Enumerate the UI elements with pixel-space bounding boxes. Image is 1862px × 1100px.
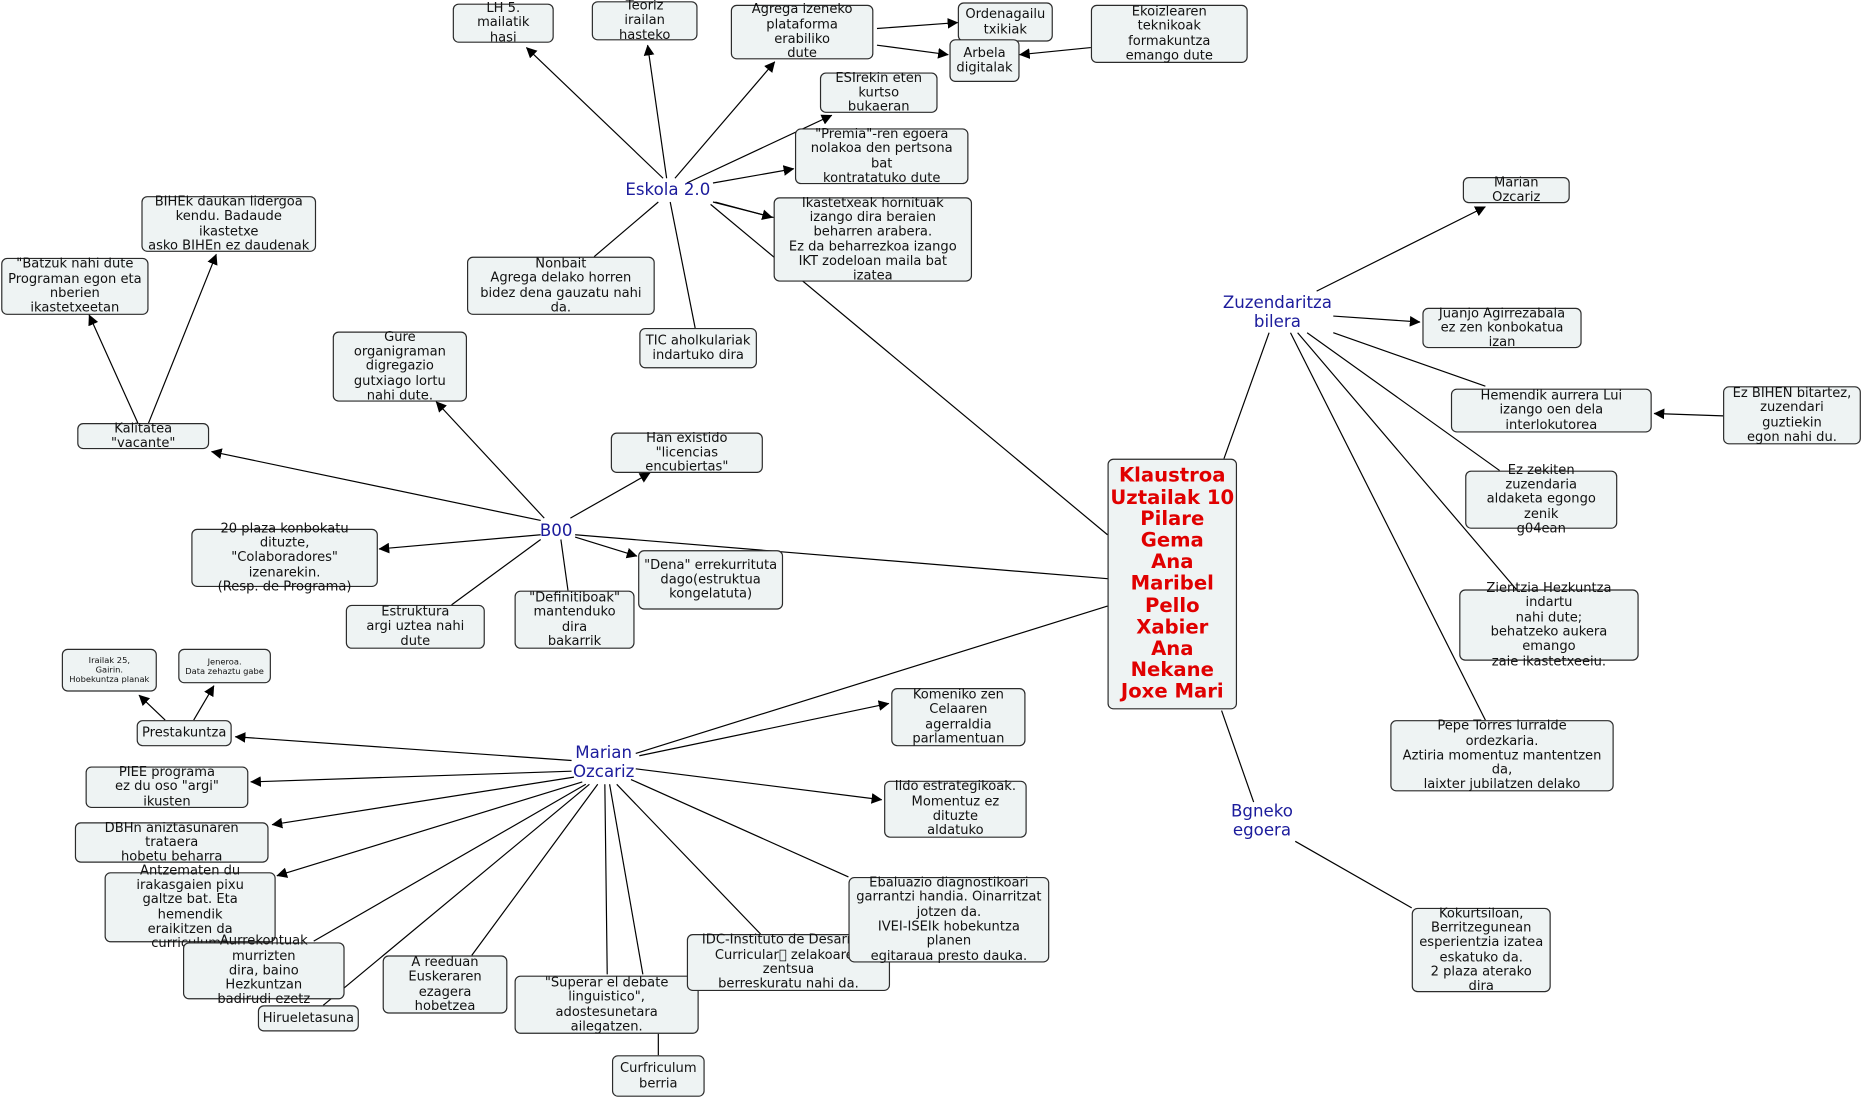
node-nonbait[interactable]: Nonbait Agrega delako horren bidez dena … xyxy=(467,256,655,315)
node-hemendik[interactable]: Hemendik aurrera Lui izango oen dela int… xyxy=(1450,388,1652,433)
node-ekoizle[interactable]: Ekoizlearen teknikoak formakuntza emango… xyxy=(1090,4,1248,63)
node-esi[interactable]: ESIrekin eten kurtso bukaeran xyxy=(819,70,938,114)
node-han[interactable]: Han existido "licencias encubiertas" xyxy=(610,430,763,474)
node-lh5[interactable]: LH 5. mailatik hasi xyxy=(452,0,554,44)
node-juanjo[interactable]: Juanjo Agirrezabala ez zen konbokatua iz… xyxy=(1422,305,1582,349)
node-zuz-marian[interactable]: Marian Ozcariz xyxy=(1462,175,1570,204)
node-irailak[interactable]: Irailak 25, Gairin. Hobekuntza planak xyxy=(61,648,157,692)
node-hirueletasuna[interactable]: Hirueletasuna xyxy=(257,1005,359,1032)
node-kokurtsiloan[interactable]: Kokurtsiloan, Berritzegunean esperientzi… xyxy=(1411,905,1551,993)
node-piee[interactable]: PIEE programa ez du oso "argi" ikusten xyxy=(85,765,249,808)
node-dbhn[interactable]: DBHn aniztasunaren trataera hobetu behar… xyxy=(74,820,269,864)
center-node[interactable]: Klaustroa Uztailak 10 Pilare Gema Ana Ma… xyxy=(1107,458,1238,710)
node-superar[interactable]: "Superar el debate linguistico", adostes… xyxy=(514,975,699,1034)
node-ebaluazio[interactable]: Ebaluazio diagnostikoari garrantzi handi… xyxy=(848,875,1050,963)
node-kalitatea[interactable]: Kalitatea "vacante" xyxy=(77,421,210,450)
node-bihek[interactable]: BIHEk daukan lidergoa kendu. Badaude ika… xyxy=(141,194,317,252)
node-estruktura[interactable]: Estruktura argi uztea nahi dute xyxy=(345,604,485,649)
node-ildo[interactable]: Ildo estrategikoak. Momentuz ez dituzte … xyxy=(884,779,1027,838)
node-batzuk[interactable]: "Batzuk nahi dute Programan egon eta nbe… xyxy=(1,256,149,315)
node-ezzekiten[interactable]: Ez zekiten zuzendaria aldaketa egongo ze… xyxy=(1465,462,1618,535)
node-tic[interactable]: TIC aholkulariak indartuko dira xyxy=(639,327,757,369)
node-definitiboak[interactable]: "Definitiboak" mantenduko dira bakarrik xyxy=(514,590,635,649)
node-zientzia[interactable]: Zientzia Hezkuntza indartu nahi dute; be… xyxy=(1459,580,1639,668)
node-ordenagailu[interactable]: Ordenagailu txikiak xyxy=(957,2,1053,42)
topic-bgneko[interactable]: Bgneko egoera xyxy=(1230,802,1293,841)
node-komeniko[interactable]: Komeniko zen Celaaren agerraldia parlame… xyxy=(891,687,1026,747)
node-plaza20[interactable]: 20 plaza konbokatu dituzte, "Colaborador… xyxy=(191,521,378,594)
node-ikastetxeak[interactable]: Ikastetxeak hornituak izango dira beraie… xyxy=(773,195,973,283)
node-premia[interactable]: "Premia"-ren egoera nolakoa den pertsona… xyxy=(794,126,969,185)
topic-eskola[interactable]: Eskola 2.0 xyxy=(625,180,711,200)
node-dena[interactable]: "Dena" errekurrituta dago(estruktua kong… xyxy=(638,550,784,610)
node-reeduan[interactable]: A reeduan Euskeraren ezagera hobetzea xyxy=(382,955,508,1014)
node-aurrekontuak[interactable]: Aurrekontuak murrizten dira, baino Hezku… xyxy=(182,934,345,1007)
node-ezbihen[interactable]: Ez BIHEN bitartez, zuzendari guztiekin e… xyxy=(1723,385,1861,445)
node-teoriz[interactable]: Teoriz irailan hasteko xyxy=(591,0,698,42)
node-prestakuntza[interactable]: Prestakuntza xyxy=(136,720,232,747)
topic-marian[interactable]: Marian Ozcariz xyxy=(572,743,635,782)
node-arbela[interactable]: Arbela digitalak xyxy=(949,39,1020,82)
topic-zuzendaritza[interactable]: Zuzendaritza bilera xyxy=(1222,293,1332,332)
node-agrega[interactable]: Agrega izeneko plataforma erabiliko dute xyxy=(730,2,874,61)
node-gure[interactable]: Gure organigraman digregazio gutxiago lo… xyxy=(332,329,468,402)
node-pepe[interactable]: Pepe Torres lurralde ordezkaria. Aztiria… xyxy=(1390,718,1614,792)
node-antzematen[interactable]: Antzematen du irakasgaien pixu galtze ba… xyxy=(104,863,276,950)
node-jeneroa[interactable]: Jeneroa. Data zehaztu gabe xyxy=(178,648,271,684)
node-curfriculum[interactable]: Curfriculum berria xyxy=(611,1055,705,1097)
topic-b00[interactable]: B00 xyxy=(539,521,573,541)
